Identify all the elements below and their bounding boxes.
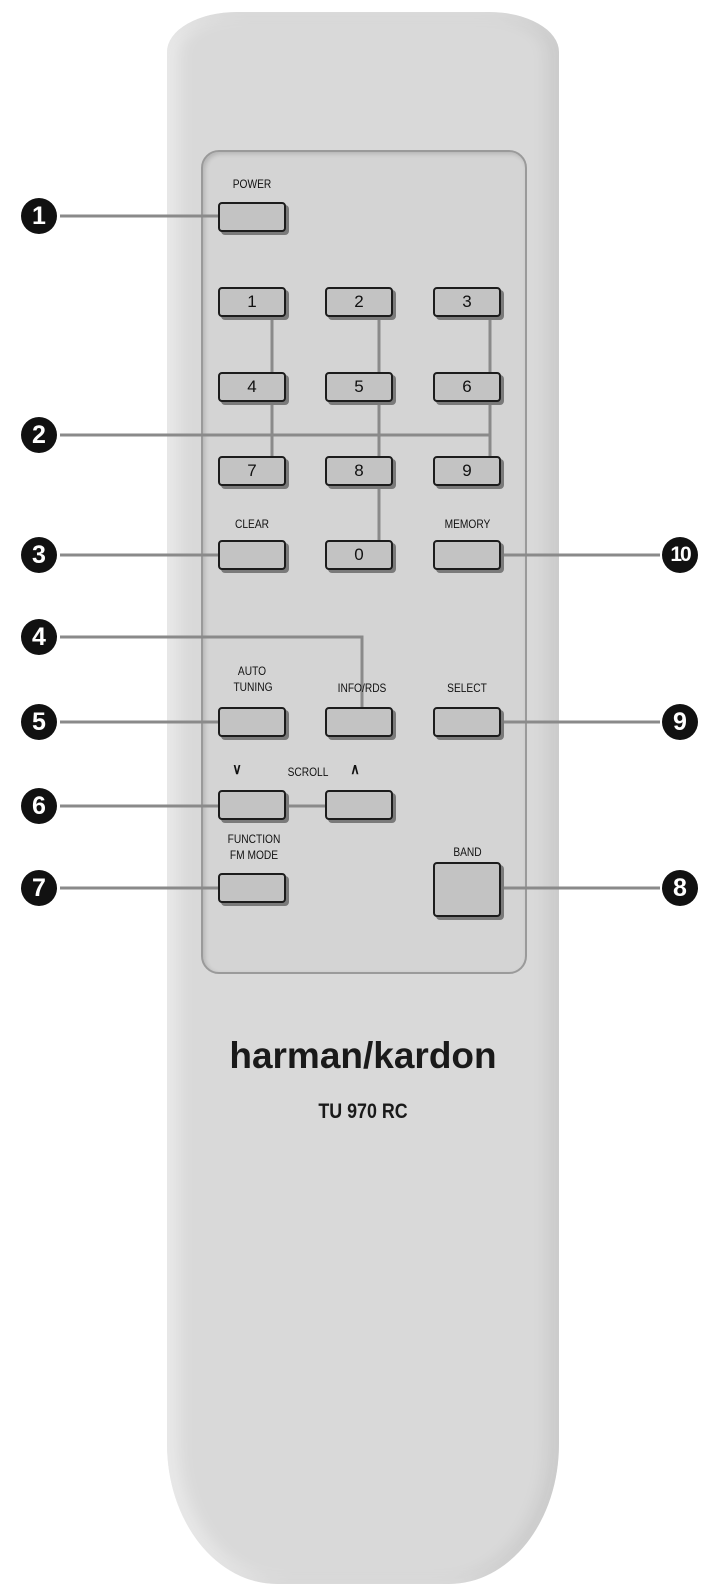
callout-9: 9: [662, 704, 698, 740]
digit-4-button[interactable]: 4: [218, 372, 286, 402]
function-label-line1: FUNCTION: [227, 832, 281, 846]
scroll-up-arrow-icon: ∧: [350, 761, 360, 778]
auto-tuning-label-line1: AUTO: [237, 664, 267, 678]
info-rds-label: INFO/RDS: [337, 681, 387, 695]
select-label: SELECT: [447, 681, 487, 695]
digit-9-button[interactable]: 9: [433, 456, 501, 486]
callout-1: 1: [21, 198, 57, 234]
memory-label: MEMORY: [444, 517, 491, 531]
callout-10: 10: [662, 537, 698, 573]
callout-2: 2: [21, 417, 57, 453]
digit-5-button[interactable]: 5: [325, 372, 393, 402]
callout-4: 4: [21, 619, 57, 655]
digit-7-button[interactable]: 7: [218, 456, 286, 486]
scroll-label: SCROLL: [287, 765, 329, 779]
info-rds-button[interactable]: [325, 707, 393, 737]
scroll-down-button[interactable]: [218, 790, 286, 820]
scroll-up-button[interactable]: [325, 790, 393, 820]
auto-tuning-button[interactable]: [218, 707, 286, 737]
brand-logo: harman/kardon: [229, 1035, 497, 1076]
band-label: BAND: [453, 845, 482, 859]
power-label: POWER: [232, 177, 272, 191]
digit-0-button[interactable]: 0: [325, 540, 393, 570]
callout-3: 3: [21, 537, 57, 573]
clear-label: CLEAR: [234, 517, 269, 531]
select-button[interactable]: [433, 707, 501, 737]
auto-tuning-label-line2: TUNING: [233, 680, 273, 694]
callout-6: 6: [21, 788, 57, 824]
function-label-line2: FM MODE: [229, 848, 279, 862]
callout-8: 8: [662, 870, 698, 906]
callout-5: 5: [21, 704, 57, 740]
function-fm-mode-button[interactable]: [218, 873, 286, 903]
memory-button[interactable]: [433, 540, 501, 570]
clear-button[interactable]: [218, 540, 286, 570]
digit-8-button[interactable]: 8: [325, 456, 393, 486]
digit-3-button[interactable]: 3: [433, 287, 501, 317]
model-number: TU 970 RC: [318, 1100, 408, 1123]
power-button[interactable]: [218, 202, 286, 232]
digit-2-button[interactable]: 2: [325, 287, 393, 317]
digit-1-button[interactable]: 1: [218, 287, 286, 317]
band-button[interactable]: [433, 862, 501, 917]
digit-6-button[interactable]: 6: [433, 372, 501, 402]
callout-7: 7: [21, 870, 57, 906]
scroll-down-arrow-icon: ∨: [232, 761, 242, 778]
